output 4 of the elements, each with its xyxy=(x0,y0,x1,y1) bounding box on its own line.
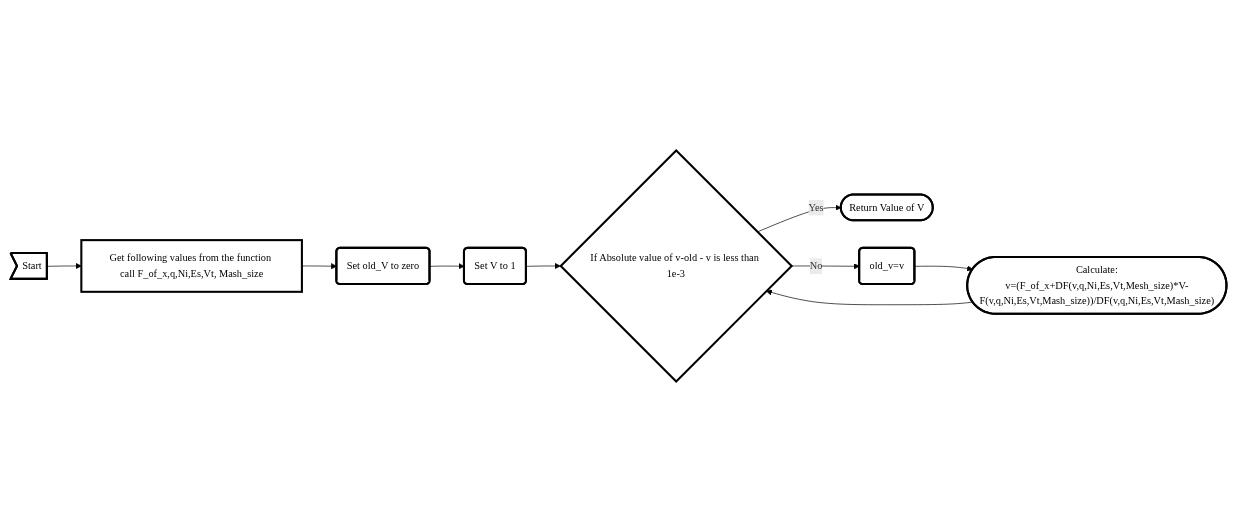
node-box: Get following values from the function call F_of_x,q,Ni,Es,Vt, Mash_size xyxy=(80,239,303,293)
node-diamond: If Absolute value of v-old - v is less than 1e-3 xyxy=(559,149,794,383)
edge-label: Yes xyxy=(808,201,824,213)
edge-label: No xyxy=(809,260,823,272)
